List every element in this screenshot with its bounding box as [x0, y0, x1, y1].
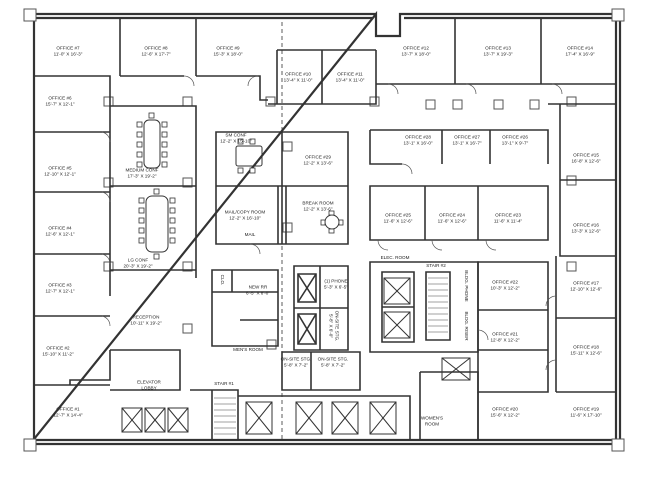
stair-treads: [214, 277, 448, 435]
room-mail: MAIL: [244, 232, 256, 238]
room-elevator-lobby: ELEVATOR LOBBY: [137, 379, 161, 390]
interior-walls: [34, 18, 616, 440]
chairs: [136, 112, 344, 260]
room-stair-1: STAIR #1: [214, 381, 234, 387]
door-swings: [101, 75, 563, 371]
room-stair-2: STAIR #2: [426, 263, 446, 269]
room-onsite-2: ON-SITE STG.5'-8" X 7'-2": [280, 356, 312, 367]
room-womens: WOMEN'S ROOM: [420, 415, 444, 426]
room-onsite-1: ON-SITE STG.5'-8" X 6'-0": [329, 310, 340, 342]
room-mens: MEN'S ROOM: [233, 347, 263, 353]
room-elec: ELEC. ROOM: [380, 255, 410, 261]
elevators: [121, 277, 471, 435]
room-bldg-phone: BLDG. PHONE: [463, 270, 469, 302]
columns: [23, 8, 625, 452]
room-onsite-3: ON-SITE STG.5'-8" X 7'-2": [317, 356, 349, 367]
room-bldg-riser: BLDG. RISER: [463, 311, 469, 341]
exterior-walls: [27, 10, 622, 446]
room-clo: CLO.: [219, 274, 225, 286]
